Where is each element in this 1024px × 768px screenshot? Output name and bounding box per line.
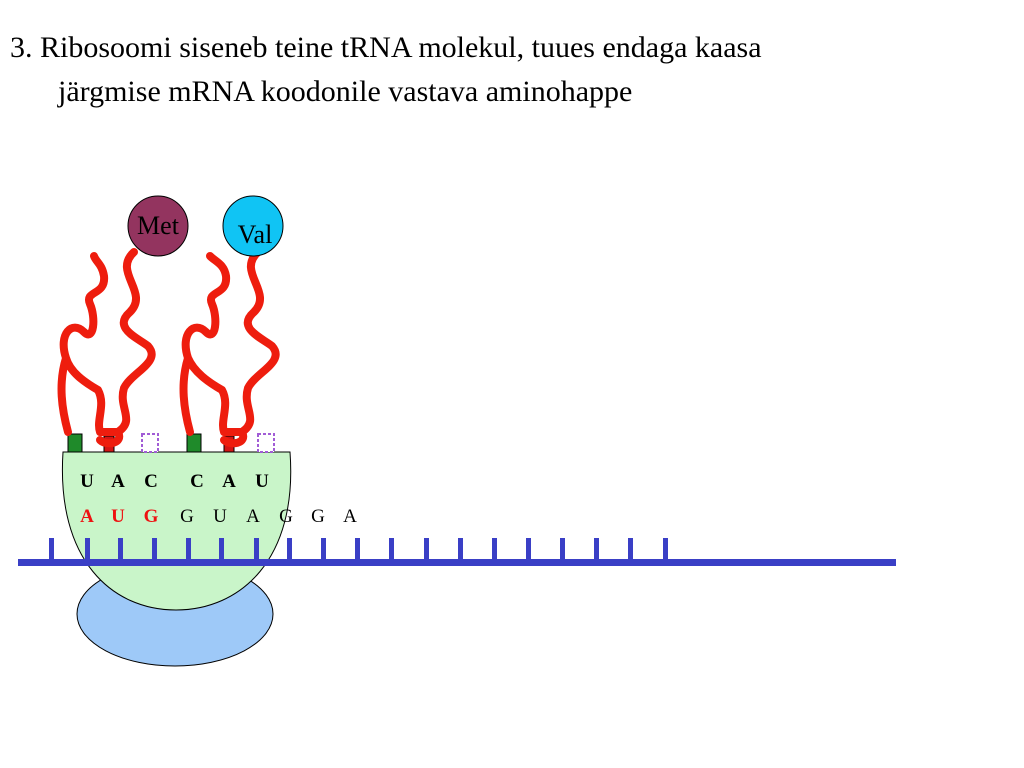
title-line-2: järgmise mRNA koodonile vastava aminohap… [58,75,633,108]
mrna-tick [492,538,497,560]
mrna-tick [628,538,633,560]
mrna-tick [152,538,157,560]
stub-green [186,433,202,453]
mrna-tick [594,538,599,560]
mrna-ticks [49,538,668,560]
mrna-tick [118,538,123,560]
anticodon-1-base-3: C [144,471,158,492]
mrna-tick [355,538,360,560]
mrna-tick [186,538,191,560]
mrna-base: A [343,506,357,527]
slide-title: 3. Ribosoomi siseneb teine tRNA molekul,… [10,26,1010,114]
mrna-tick [526,538,531,560]
mrna-base: U [213,506,227,527]
mrna-tick [49,538,54,560]
stub-purple [257,433,275,453]
start-codon-base-3: G [144,506,159,527]
amino-acid-met-circle [127,195,189,257]
trna-2 [179,248,280,448]
start-codon-base-1: A [80,506,94,527]
mrna-base: G [311,506,325,527]
anticodon-1-base-1: U [80,471,94,492]
mrna-tick [663,538,668,560]
anticodon-1-base-2: A [111,471,125,492]
mrna-backbone [18,559,896,566]
mrna-tick [560,538,565,560]
amino-acid-val: Val [222,195,284,257]
anticodon-2-base-1: C [190,471,204,492]
anticodons: U A C C A U [80,471,269,492]
mrna-tick [287,538,292,560]
mrna-tick [389,538,394,560]
amino-acid-met: Met [127,195,189,257]
amino-acid-val-label: Val [238,220,273,249]
mrna-tick [424,538,429,560]
mrna-tick [219,538,224,560]
anticodon-2-base-3: U [255,471,269,492]
amino-acid-val-circle [222,195,284,257]
stub-green [67,433,83,453]
mrna-tick [85,538,90,560]
stub-purple [141,433,159,453]
amino-acid-met-label: Met [137,211,180,240]
mrna-base: G [279,506,293,527]
mrna-sequence: A U G G U A G G A [80,506,357,527]
mrna-base: G [180,506,194,527]
trna-1 [57,248,156,448]
mrna-tick [321,538,326,560]
mrna-tick [254,538,259,560]
mrna-tick [458,538,463,560]
mrna-base: A [246,506,260,527]
ribosome-large-subunit [61,451,292,611]
title-line-1: 3. Ribosoomi siseneb teine tRNA molekul,… [10,31,762,64]
anticodon-2-base-2: A [222,471,236,492]
start-codon-base-2: U [111,506,125,527]
